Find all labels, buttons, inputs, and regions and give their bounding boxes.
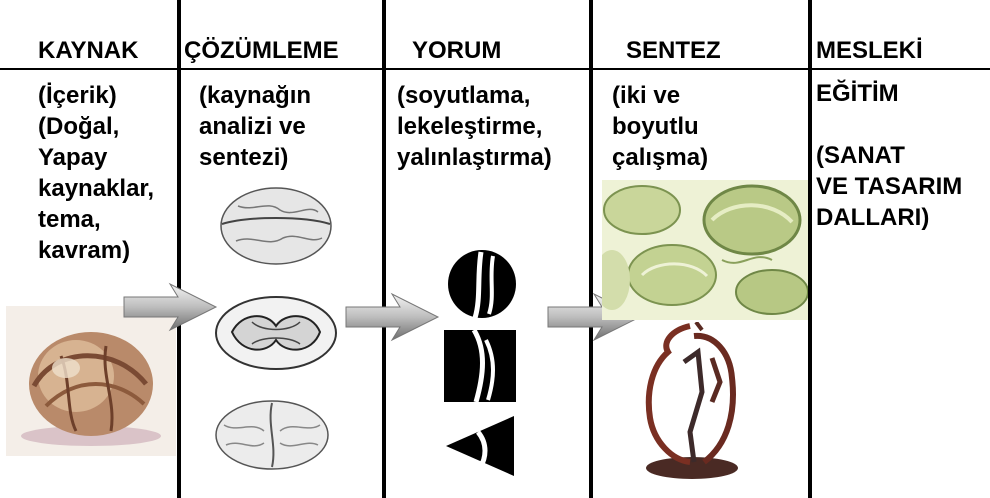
arrow-right-icon-2 <box>344 292 440 342</box>
arrow-right-icon-1 <box>122 282 218 332</box>
column-heading-mesleki: MESLEKİ <box>816 37 923 64</box>
column-text-mesleki: EĞİTİM (SANAT VE TASARIM DALLARI) <box>816 80 963 231</box>
column-text-kaynak: (İçerik) (Doğal, Yapay kaynaklar, tema, … <box>38 82 155 264</box>
column-heading-sentez: SENTEZ <box>626 37 721 64</box>
metal-sculpture-image <box>632 322 752 482</box>
walnut-sketch-cross-section-image <box>212 292 340 374</box>
abstract-circle-shape <box>445 248 519 320</box>
column-heading-cozumleme: ÇÖZÜMLEME <box>184 37 339 64</box>
column-divider-4 <box>808 0 812 498</box>
column-text-cozumleme: (kaynağın analizi ve sentezi) <box>199 82 312 171</box>
abstract-square-shape <box>444 330 516 402</box>
column-text-sentez: (iki ve boyutlu çalışma) <box>612 82 709 171</box>
column-divider-2 <box>382 0 386 498</box>
column-divider-1 <box>177 0 181 498</box>
column-heading-yorum: YORUM <box>412 37 502 64</box>
abstract-triangle-shape <box>444 414 516 478</box>
column-heading-kaynak: KAYNAK <box>38 37 139 64</box>
walnut-sketch-top-image <box>218 186 334 268</box>
header-divider <box>0 68 990 70</box>
walnut-sketch-bottom-image <box>212 395 332 473</box>
column-divider-3 <box>589 0 593 498</box>
column-text-yorum: (soyutlama, lekeleştirme, yalınlaştırma) <box>397 82 552 171</box>
green-pattern-image <box>602 180 808 320</box>
walnut-painting-image <box>6 306 176 456</box>
